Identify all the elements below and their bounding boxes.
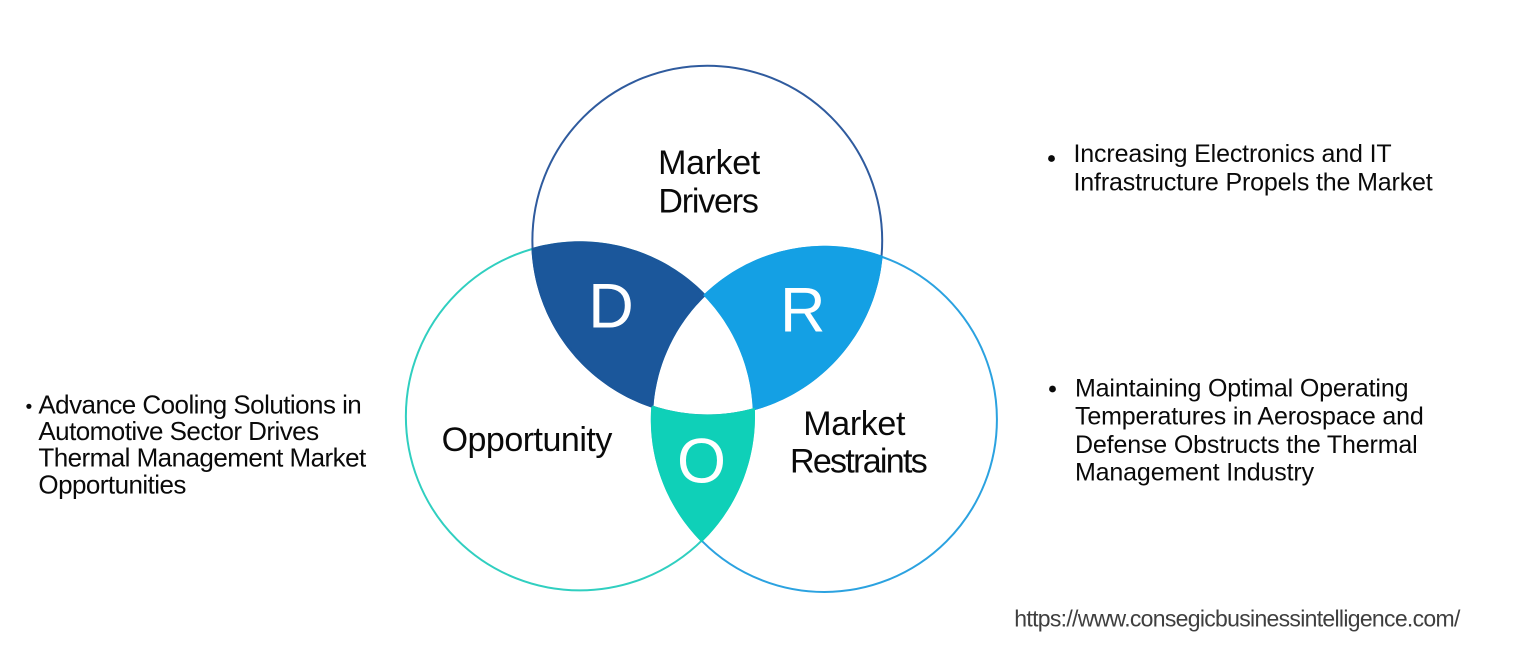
svg-text:Management Industry: Management Industry [1075,459,1315,487]
svg-text:Advance Cooling Solutions in: Advance Cooling Solutions in [38,389,361,419]
svg-text:Opportunities: Opportunities [38,470,186,500]
svg-text:Increasing Electronics and IT: Increasing Electronics and IT [1074,140,1392,168]
svg-text:Market: Market [803,405,906,443]
svg-text:Opportunity: Opportunity [442,421,613,459]
svg-text:Maintaining Optimal Operating: Maintaining Optimal Operating [1075,374,1408,402]
svg-text:Thermal Management Market: Thermal Management Market [38,443,367,473]
svg-text:Automotive Sector Drives: Automotive Sector Drives [38,416,319,446]
svg-text:https://www.consegicbusinessin: https://www.consegicbusinessintelligence… [1014,605,1461,631]
svg-text:O: O [677,426,726,496]
svg-text:Drivers: Drivers [658,183,757,221]
svg-text:Defense Obstructs the Thermal: Defense Obstructs the Thermal [1075,431,1418,459]
svg-text:Temperatures in Aerospace and: Temperatures in Aerospace and [1075,403,1424,431]
svg-text:R: R [780,275,826,345]
svg-text:Infrastructure Propels the Mar: Infrastructure Propels the Market [1074,168,1433,196]
svg-text:D: D [588,271,634,341]
svg-text:Restraints: Restraints [790,443,927,481]
svg-text:Market: Market [658,144,761,182]
